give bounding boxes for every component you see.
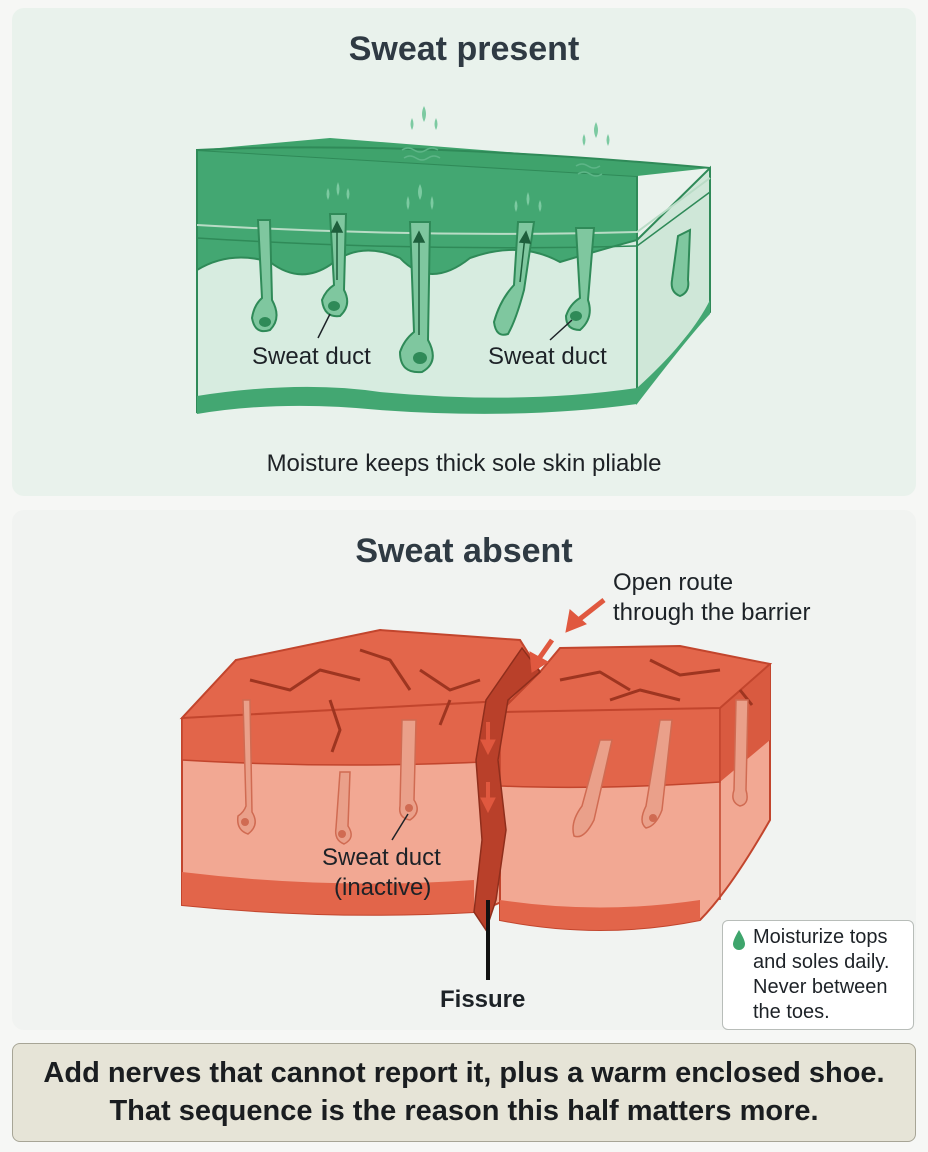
sweat-duct-label-right: Sweat duct [488,343,607,370]
moisturize-tip-text: Moisturize tops and soles daily. Never b… [753,926,890,1023]
summary-line-1: Add nerves that cannot report it, plus a… [43,1057,885,1089]
sweat-absent-title: Sweat absent [355,532,573,570]
inactive-duct-label-line2: (inactive) [334,874,432,901]
sweat-present-caption: Moisture keeps thick sole skin pliable [266,450,662,477]
summary-line-2: That sequence is the reason this half ma… [109,1095,819,1127]
drop-icon [733,930,745,950]
healthy-skin-block [196,138,711,414]
open-route-label-line2: through the barrier [613,599,811,626]
sweat-duct-label-left: Sweat duct [252,343,371,370]
fissure-label: Fissure [440,986,526,1013]
dry-skin-block [179,628,773,980]
moisturize-tip-box: Moisturize tops and soles daily. Never b… [722,920,914,1030]
sweat-droplet-icon [326,106,610,212]
moisture-wave-icon [401,147,603,177]
summary-banner: Add nerves that cannot report it, plus a… [12,1043,916,1142]
open-route-label-line1: Open route [613,569,734,596]
inactive-duct-label-line1: Sweat duct [322,844,441,871]
sweat-present-title: Sweat present [348,30,580,68]
arrow-icon [480,598,606,814]
